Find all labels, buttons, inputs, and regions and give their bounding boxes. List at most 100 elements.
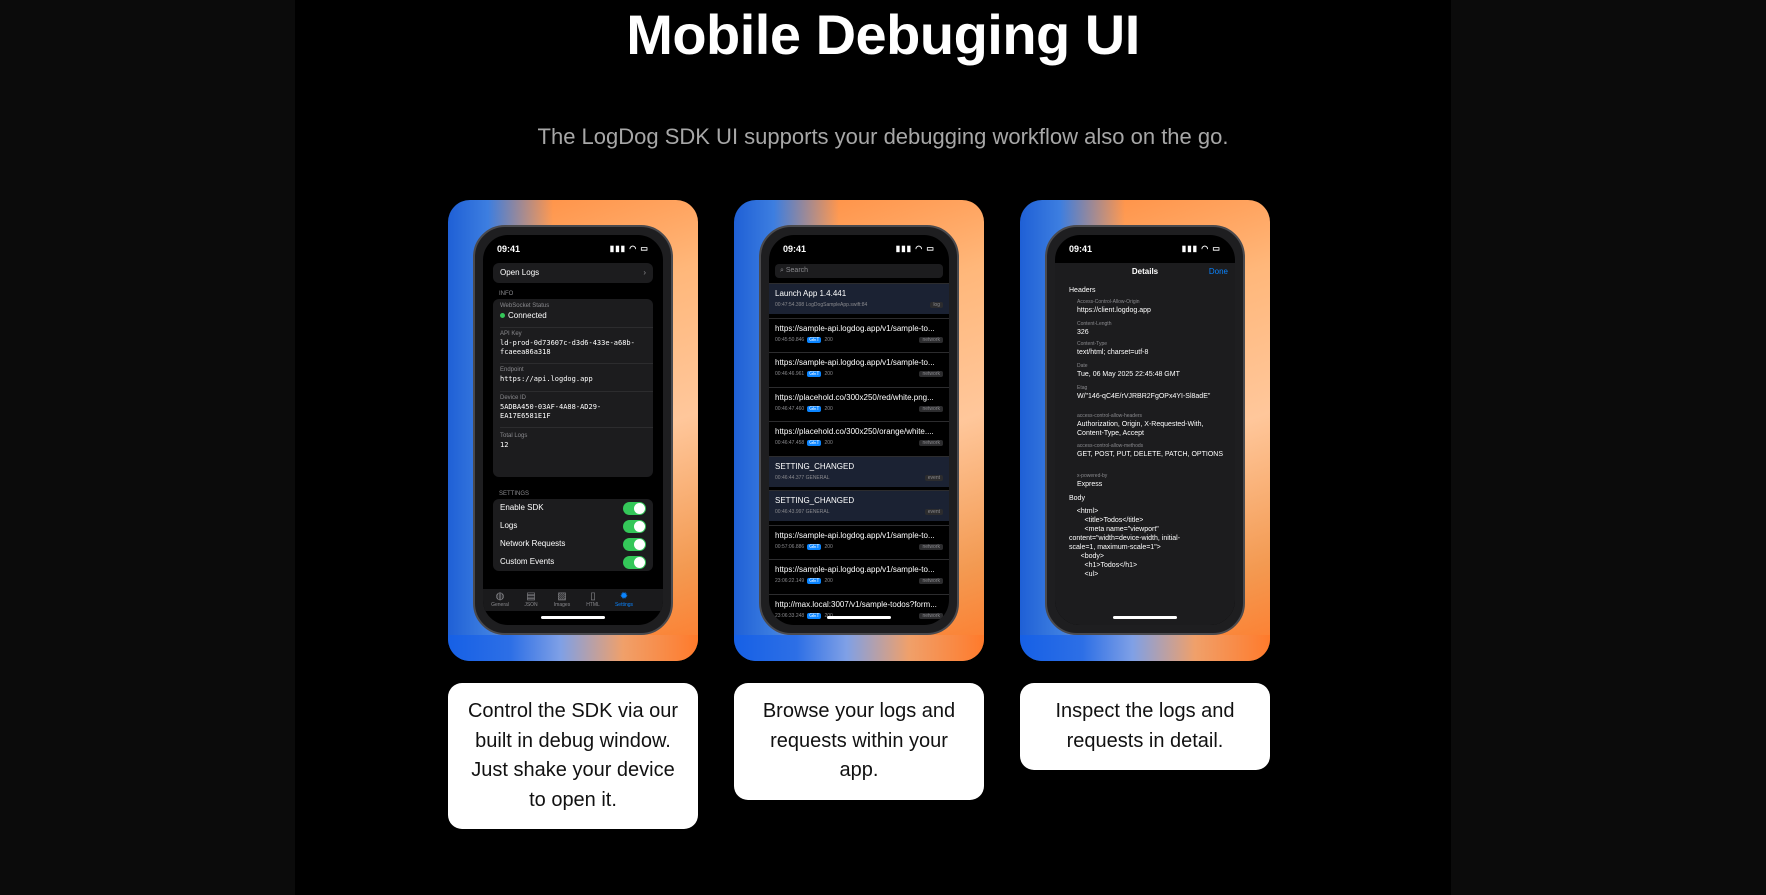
tab-html[interactable]: ▯ HTML bbox=[578, 591, 608, 608]
header-key: Content-Type bbox=[1077, 341, 1108, 347]
home-indicator bbox=[541, 616, 605, 619]
details-nav-bar: Details Done bbox=[1055, 263, 1235, 281]
status-time: 09:41 bbox=[497, 244, 521, 254]
method-badge: GET bbox=[807, 543, 822, 550]
header-value: https://client.logdog.app bbox=[1077, 307, 1151, 314]
status-icons: ▮▮▮ ◠ ▭ bbox=[895, 244, 935, 253]
screenshot-card-logs: 09:41 ▮▮▮ ◠ ▭ ⌕ Search Launch App 1.4.44… bbox=[734, 200, 984, 661]
settings-section-header: SETTINGS bbox=[499, 491, 530, 497]
json-icon: ▤ bbox=[526, 591, 536, 602]
setting-network-requests: Network Requests bbox=[500, 535, 646, 553]
info-websocket: WebSocket Status Connected bbox=[500, 303, 550, 320]
search-icon: ⌕ bbox=[780, 267, 786, 274]
log-category: network bbox=[919, 612, 943, 619]
phone-screen: 09:41 ▮▮▮ ◠ ▭ Open Logs › INFO WebSocket… bbox=[483, 235, 663, 625]
status-bar: 09:41 ▮▮▮ ◠ ▭ bbox=[483, 244, 663, 258]
toggle-logs[interactable] bbox=[623, 520, 646, 533]
open-logs-row[interactable]: Open Logs › bbox=[493, 263, 653, 283]
log-row[interactable]: http://max.local:3007/v1/sample-todos?fo… bbox=[769, 593, 949, 625]
log-meta: 00:46:43.997 GENERAL bbox=[775, 509, 830, 515]
log-category: network bbox=[919, 543, 943, 550]
log-meta: 23:06:33.248GET200 bbox=[775, 612, 833, 619]
log-title: http://max.local:3007/v1/sample-todos?fo… bbox=[775, 599, 937, 609]
log-title: https://sample-api.logdog.app/v1/sample-… bbox=[775, 530, 935, 540]
log-source: GENERAL bbox=[805, 474, 830, 481]
status-code: 200 bbox=[824, 578, 833, 584]
toggle-network-requests[interactable] bbox=[623, 538, 646, 551]
status-time: 09:41 bbox=[783, 244, 807, 254]
log-title: https://sample-api.logdog.app/v1/sample-… bbox=[775, 323, 935, 333]
page-subtitle: The LogDog SDK UI supports your debuggin… bbox=[537, 124, 1229, 149]
info-total-logs: Total Logs 12 bbox=[500, 433, 528, 449]
dynamic-island bbox=[829, 243, 889, 259]
header-value: text/html; charset=utf-8 bbox=[1077, 349, 1149, 356]
method-badge: GET bbox=[807, 405, 822, 412]
log-source: LogDogSampleApp.swift:84 bbox=[805, 302, 868, 308]
tab-general[interactable]: ◍ General bbox=[485, 591, 515, 608]
method-badge: GET bbox=[807, 371, 822, 377]
tab-json[interactable]: ▤ JSON bbox=[516, 591, 546, 608]
tab-settings[interactable]: ✹ Settings bbox=[609, 591, 639, 608]
log-row[interactable]: https://sample-api.logdog.app/v1/sample-… bbox=[769, 559, 949, 590]
log-row[interactable]: https://sample-api.logdog.app/v1/sample-… bbox=[769, 352, 949, 383]
log-row[interactable]: https://placehold.co/300x250/red/white.p… bbox=[769, 386, 949, 418]
info-device-id: Device ID 5ADBA450-03AF-4A88-AD29-EA17E6… bbox=[500, 395, 602, 420]
status-icons: ▮▮▮ ◠ ▭ bbox=[609, 244, 649, 253]
log-title: SETTING_CHANGED bbox=[775, 461, 855, 471]
header-value: W/"146-qC4E/rVJRBR2FgOPx4YI-Sl8adE" bbox=[1077, 393, 1211, 400]
log-title: https://sample-api.logdog.app/v1/sample-… bbox=[775, 358, 935, 367]
status-icons: ▮▮▮ ◠ ▭ bbox=[1181, 244, 1221, 253]
log-category: network bbox=[919, 440, 943, 446]
dynamic-island bbox=[543, 243, 603, 259]
body-code: <html> <title>Todos</title> <meta name="… bbox=[1069, 508, 1181, 578]
info-endpoint: Endpoint https://api.logdog.app bbox=[500, 367, 593, 383]
log-meta: 00:46:44.377 GENERAL bbox=[775, 474, 830, 481]
log-category: log bbox=[930, 302, 943, 308]
globe-icon: ◍ bbox=[495, 591, 505, 602]
header-value: GET, POST, PUT, DELETE, PATCH, OPTIONS bbox=[1077, 451, 1223, 458]
dynamic-island bbox=[1115, 243, 1175, 259]
info-api-key: API Key ld-prod-0d73607c-d3d6-433e-a68b-… bbox=[500, 331, 635, 356]
home-indicator bbox=[827, 616, 891, 619]
tab-bar: ◍ General ▤ JSON ▨ Images ▯ HTML ✹ Set bbox=[483, 589, 663, 611]
status-code: 200 bbox=[824, 440, 833, 446]
log-category: network bbox=[919, 371, 943, 377]
log-row[interactable]: https://sample-api.logdog.app/v1/sample-… bbox=[769, 317, 949, 349]
info-group: WebSocket Status Connected API Key ld-pr… bbox=[493, 299, 653, 477]
header-key: Content-Length bbox=[1077, 321, 1112, 327]
screenshot-card-settings: 09:41 ▮▮▮ ◠ ▭ Open Logs › INFO WebSocket… bbox=[448, 200, 698, 661]
method-badge: GET bbox=[807, 578, 822, 584]
caption-details: Inspect the logs and requests in detail. bbox=[1020, 683, 1270, 770]
log-category: network bbox=[919, 578, 943, 584]
log-title: https://sample-api.logdog.app/v1/sample-… bbox=[775, 565, 935, 574]
setting-custom-events: Custom Events bbox=[500, 553, 646, 571]
body-title: Body bbox=[1069, 495, 1085, 502]
log-row[interactable]: https://placehold.co/300x250/orange/whit… bbox=[769, 421, 949, 452]
headers-title: Headers bbox=[1069, 287, 1096, 294]
settings-icon: ✹ bbox=[619, 591, 629, 602]
method-badge: GET bbox=[807, 612, 822, 619]
status-code: 200 bbox=[824, 405, 833, 412]
phone-frame: 09:41 ▮▮▮ ◠ ▭ Details Done Headers Acces… bbox=[1045, 225, 1245, 635]
log-category: network bbox=[919, 405, 943, 412]
home-indicator bbox=[1113, 616, 1177, 619]
setting-logs: Logs bbox=[500, 517, 646, 535]
setting-enable-sdk: Enable SDK bbox=[500, 499, 646, 517]
log-row[interactable]: https://sample-api.logdog.app/v1/sample-… bbox=[769, 524, 949, 556]
header-value: Express bbox=[1077, 481, 1103, 488]
tab-images[interactable]: ▨ Images bbox=[547, 591, 577, 608]
search-input[interactable]: ⌕ Search bbox=[775, 264, 943, 278]
done-button[interactable]: Done bbox=[1208, 267, 1228, 276]
header-key: Access-Control-Allow-Origin bbox=[1077, 299, 1140, 305]
toggle-enable-sdk[interactable] bbox=[623, 502, 646, 515]
status-code: 200 bbox=[824, 613, 832, 619]
images-icon: ▨ bbox=[557, 591, 567, 602]
toggle-custom-events[interactable] bbox=[623, 556, 646, 569]
